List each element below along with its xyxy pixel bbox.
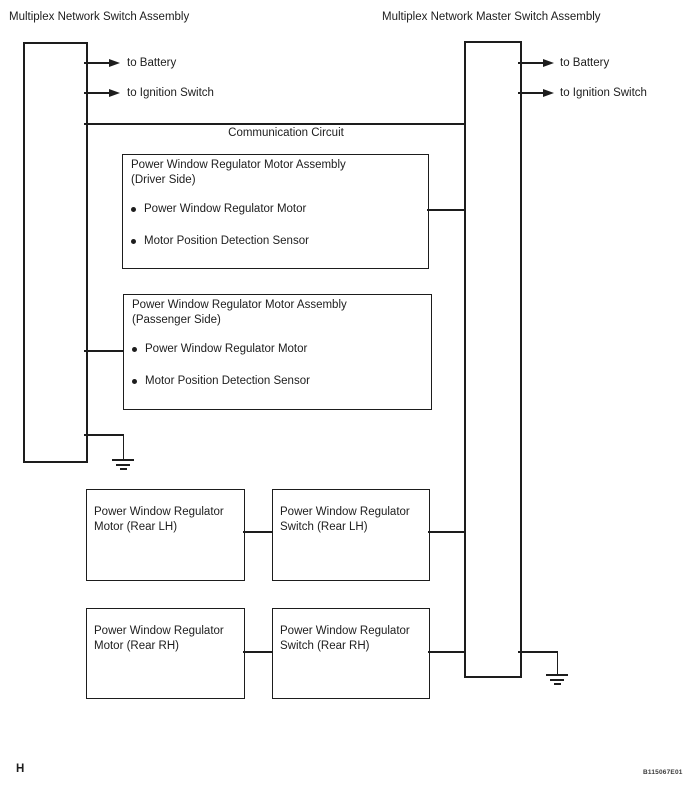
- communication-circuit-label: Communication Circuit: [228, 127, 344, 139]
- switch-to-passenger-wire: [84, 350, 123, 352]
- figure-code: B115067E01: [643, 769, 683, 776]
- box-title-line: Power Window Regulator: [280, 625, 410, 637]
- bullet-item: Power Window Regulator Motor: [132, 343, 307, 355]
- rear-rh-motor-box: Power Window Regulator Motor (Rear RH): [86, 608, 245, 699]
- ground-symbol-right: [518, 651, 570, 687]
- box-title-line: Motor (Rear LH): [94, 521, 178, 533]
- ground-bar: [550, 679, 564, 681]
- ground-bar: [112, 459, 134, 461]
- rh-motor-to-switch-wire: [243, 651, 272, 653]
- box-title-line: (Driver Side): [131, 174, 196, 186]
- bullet-label: Motor Position Detection Sensor: [145, 375, 310, 387]
- rh-switch-to-master-wire: [428, 651, 464, 653]
- battery-label-left: to Battery: [127, 57, 177, 69]
- box-title-line: (Passenger Side): [132, 314, 221, 326]
- rear-rh-switch-box: Power Window Regulator Switch (Rear RH): [272, 608, 430, 699]
- ground-bar: [554, 683, 561, 685]
- box-title-line: Power Window Regulator Motor Assembly: [132, 299, 347, 311]
- battery-label-right: to Battery: [560, 57, 610, 69]
- bullet-dot-icon: [132, 346, 137, 352]
- bullet-dot-icon: [132, 378, 137, 384]
- ground-bar: [120, 468, 127, 470]
- lh-switch-to-master-wire: [428, 531, 464, 533]
- bullet-dot-icon: [131, 238, 136, 244]
- multiplex-network-master-switch-assembly-box: [464, 41, 522, 678]
- page-marker: H: [16, 763, 25, 775]
- box-title-line: Switch (Rear LH): [280, 521, 368, 533]
- arrowhead-icon: [109, 59, 120, 67]
- box-title-line: Power Window Regulator Motor Assembly: [131, 159, 346, 171]
- rear-lh-switch-box: Power Window Regulator Switch (Rear LH): [272, 489, 430, 581]
- driver-to-master-wire: [427, 209, 464, 211]
- communication-circuit-wire: [84, 123, 464, 125]
- battery-wire-left: [84, 62, 110, 64]
- ground-wire-h: [84, 434, 124, 436]
- arrowhead-icon: [543, 59, 554, 67]
- bullet-label: Power Window Regulator Motor: [144, 203, 307, 215]
- bullet-label: Motor Position Detection Sensor: [144, 235, 309, 247]
- ignition-wire-right: [518, 92, 544, 94]
- ignition-label-left: to Ignition Switch: [127, 87, 214, 99]
- box-title-line: Power Window Regulator: [94, 506, 224, 518]
- ground-wire-v: [556, 651, 558, 674]
- arrowhead-icon: [543, 89, 554, 97]
- box-title-line: Motor (Rear RH): [94, 640, 179, 652]
- lh-motor-to-switch-wire: [243, 531, 272, 533]
- ground-bar: [116, 464, 130, 466]
- bullet-label: Power Window Regulator Motor: [145, 343, 308, 355]
- ignition-label-right: to Ignition Switch: [560, 87, 647, 99]
- bullet-item: Motor Position Detection Sensor: [132, 375, 310, 387]
- ignition-wire-left: [84, 92, 110, 94]
- ground-bar: [546, 674, 568, 676]
- multiplex-network-switch-assembly-box: [23, 42, 88, 463]
- ground-symbol-left: [84, 434, 136, 472]
- box-title-line: Switch (Rear RH): [280, 640, 370, 652]
- passenger-motor-assembly-box: Power Window Regulator Motor Assembly (P…: [123, 294, 432, 410]
- ground-wire-v: [122, 434, 124, 460]
- arrowhead-icon: [109, 89, 120, 97]
- ground-wire-h: [518, 651, 558, 653]
- bullet-dot-icon: [131, 206, 136, 212]
- battery-wire-right: [518, 62, 544, 64]
- bullet-item: Power Window Regulator Motor: [131, 203, 306, 215]
- driver-motor-assembly-box: Power Window Regulator Motor Assembly (D…: [122, 154, 429, 269]
- rear-lh-motor-box: Power Window Regulator Motor (Rear LH): [86, 489, 245, 581]
- box-title-line: Power Window Regulator: [94, 625, 224, 637]
- bullet-item: Motor Position Detection Sensor: [131, 235, 309, 247]
- left-assembly-title: Multiplex Network Switch Assembly: [9, 11, 190, 23]
- right-assembly-title: Multiplex Network Master Switch Assembly: [382, 11, 601, 23]
- box-title-line: Power Window Regulator: [280, 506, 410, 518]
